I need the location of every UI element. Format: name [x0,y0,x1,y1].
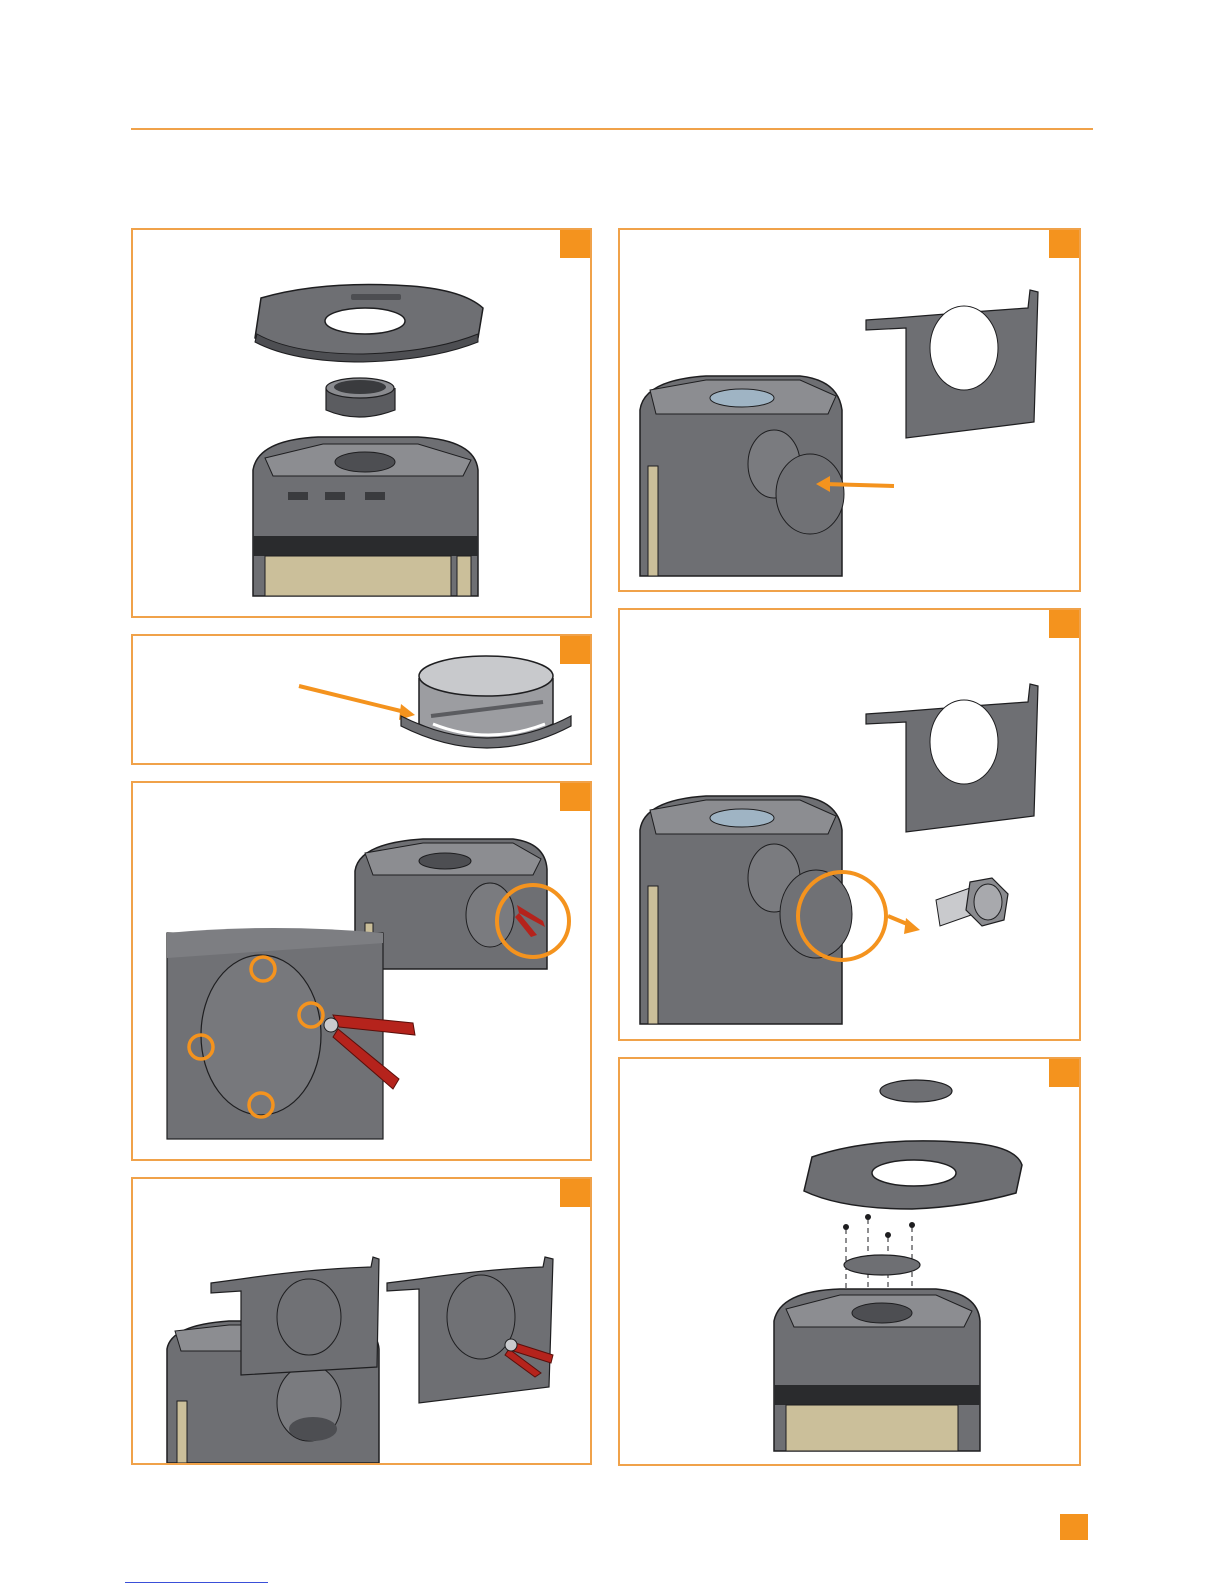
flue-collar-icon [401,656,571,748]
header-rule [131,128,1093,130]
step-3-panel [131,781,592,1161]
flue-collar-icon [326,378,395,417]
step-7-panel [618,1057,1081,1466]
step-1-panel [131,228,592,618]
stove-body [640,796,852,1024]
step-2-panel [131,634,592,765]
footer-link-underline[interactable] [125,1582,268,1583]
step-4-panel [131,1177,592,1465]
stove-body [774,1289,980,1451]
rear-panel [866,684,1038,832]
stove-body [355,839,547,969]
detail-inset [167,928,383,1139]
hex-bolt-icon [936,878,1008,926]
orange-arrow-icon [816,476,894,492]
stove-body [640,376,844,576]
step-badge [1049,610,1079,638]
page-number-badge [1060,1514,1088,1540]
step-6-panel [618,608,1081,1041]
orange-arrow-icon [888,916,920,934]
stove-top-plate-icon [804,1141,1022,1209]
step-badge [560,783,590,811]
cover-plate [880,1080,952,1102]
step-badge [560,636,590,664]
step-badge [1049,230,1079,258]
step-badge [560,1179,590,1207]
rear-panel [866,290,1038,438]
step-badge [560,230,590,258]
step-badge [1049,1059,1079,1087]
orange-arrow-icon [299,686,415,720]
step-5-panel [618,228,1081,592]
stove-body [253,437,478,596]
stove-top-plate-icon [133,230,590,616]
rear-panel [387,1257,553,1403]
